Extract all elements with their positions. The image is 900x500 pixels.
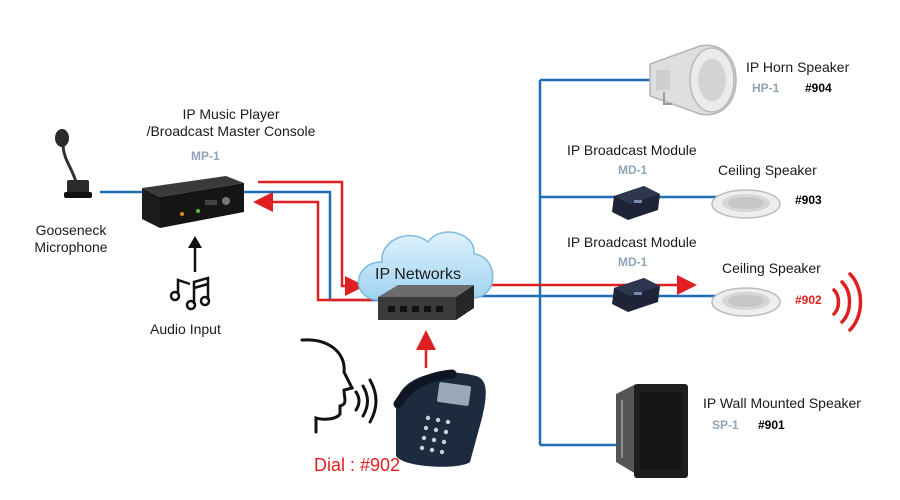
module-top-title: IP Broadcast Module xyxy=(567,142,697,158)
console-device-icon xyxy=(142,176,244,228)
module-bottom-title: IP Broadcast Module xyxy=(567,234,697,250)
microphone-label: Gooseneck Microphone xyxy=(26,222,116,256)
horn-speaker-icon xyxy=(649,44,737,116)
ceiling-top-ext: #903 xyxy=(795,193,822,207)
music-note-icon xyxy=(169,276,211,311)
wall-speaker-model: SP-1 xyxy=(712,418,739,432)
audio-input-arrow xyxy=(188,236,202,272)
dial-text: Dial : #902 xyxy=(314,455,401,475)
console-model: MP-1 xyxy=(191,149,220,163)
network-switch-icon xyxy=(378,285,474,320)
network-label: IP Networks xyxy=(375,266,461,283)
ip-phone-icon xyxy=(393,369,486,467)
horn-speaker-ext: #904 xyxy=(805,81,832,95)
ceiling-bottom-ext: #902 xyxy=(795,293,822,307)
ceiling-top-title: Ceiling Speaker xyxy=(718,162,817,178)
horn-speaker-title: IP Horn Speaker xyxy=(746,59,850,75)
wall-speaker-title: IP Wall Mounted Speaker xyxy=(703,395,861,411)
network-cloud-icon xyxy=(357,231,494,301)
microphone-icon xyxy=(55,129,92,198)
console-title-line1: IP Music Player xyxy=(182,106,280,122)
broadcast-module-icon xyxy=(612,278,660,312)
ceiling-bottom-title: Ceiling Speaker xyxy=(722,260,821,276)
microphone-label-line2: Microphone xyxy=(34,239,108,255)
console-title: IP Music Player /Broadcast Master Consol… xyxy=(146,106,316,140)
module-bottom-model: MD-1 xyxy=(618,255,648,269)
ceiling-speaker-icon xyxy=(711,189,781,219)
console-title-line2: /Broadcast Master Console xyxy=(146,123,316,139)
wall-speaker-icon xyxy=(616,384,688,478)
ceiling-speaker-icon xyxy=(711,287,781,317)
wall-speaker-ext: #901 xyxy=(758,418,785,432)
sound-wave-icon xyxy=(832,272,863,332)
microphone-label-line1: Gooseneck xyxy=(35,222,107,238)
module-top-model: MD-1 xyxy=(618,163,648,177)
speaking-person-icon xyxy=(300,338,378,434)
broadcast-module-icon xyxy=(612,186,660,220)
horn-speaker-model: HP-1 xyxy=(752,81,780,95)
audio-input-label: Audio Input xyxy=(150,321,221,337)
